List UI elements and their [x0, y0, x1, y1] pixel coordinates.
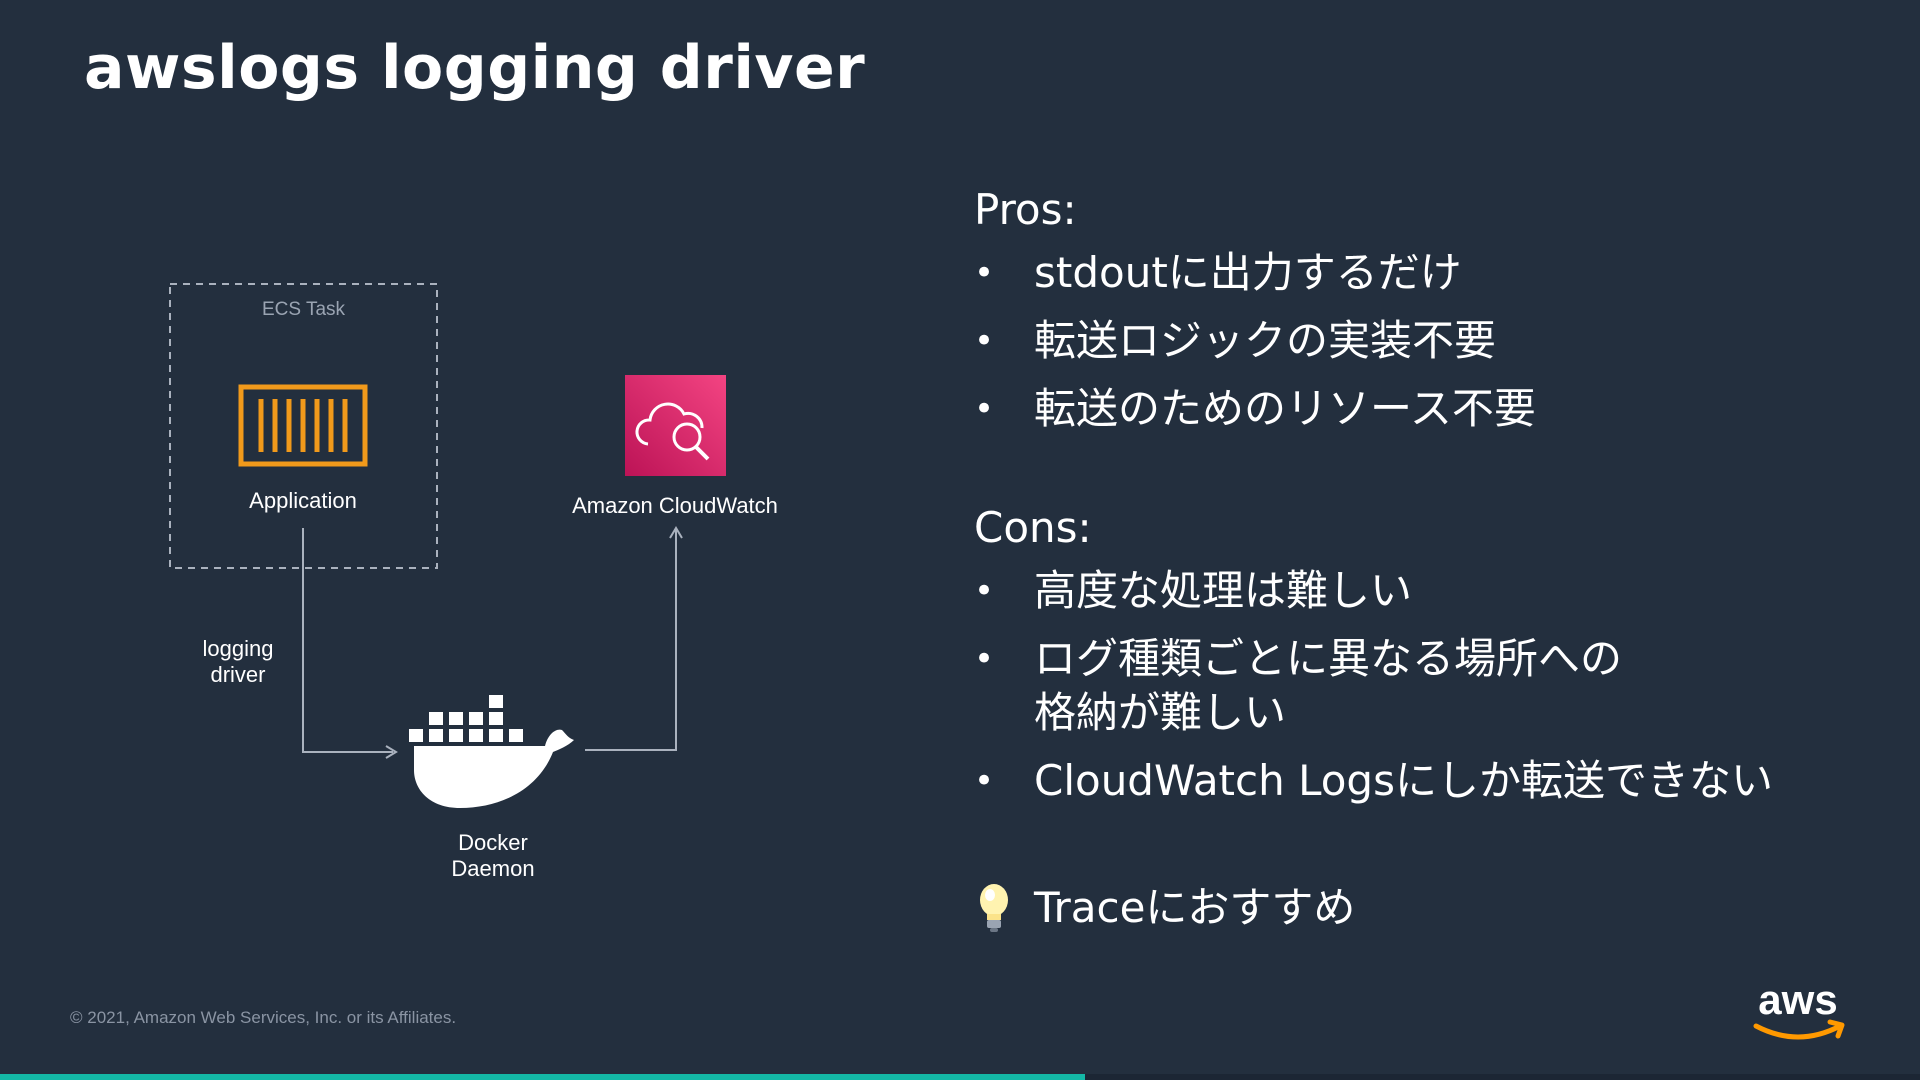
docker-label-line1: Docker: [458, 830, 528, 855]
cons-list: • 高度な処理は難しい • ログ種類ごとに異なる場所への格納が難しい • CloudW…: [974, 564, 1894, 808]
tip-line: Traceにおすすめ: [974, 880, 1894, 936]
list-item: • CloudWatch Logsにしか転送できない: [974, 754, 1894, 808]
bullet-icon: •: [974, 761, 995, 801]
list-item: • 転送ロジックの実装不要: [974, 314, 1894, 368]
aws-logo-icon: aws: [1753, 976, 1845, 1040]
copyright-text: © 2021, Amazon Web Services, Inc. or its…: [70, 1008, 457, 1027]
bullet-icon: •: [974, 639, 995, 679]
pros-item-text: 転送のためのリソース不要: [1034, 384, 1536, 433]
docker-daemon-label: Docker Daemon: [423, 830, 563, 882]
docker-icon: [409, 695, 574, 808]
pros-item-text: 転送ロジックの実装不要: [1034, 316, 1497, 365]
diagram-graphics: [169, 283, 726, 808]
list-item: • 転送のためのリソース不要: [974, 382, 1894, 436]
logging-driver-line2: driver: [210, 662, 266, 687]
arrow-app-to-docker: [302, 528, 393, 753]
list-item: • ログ種類ごとに異なる場所への格納が難しい: [974, 632, 1894, 740]
pros-section: Pros: • stdoutに出力するだけ • 転送ロジックの実装不要 • 転送のため…: [974, 182, 1894, 436]
arrow-head-cloudwatch: [669, 526, 683, 539]
bullet-icon: •: [974, 571, 995, 611]
logging-driver-label: logging driver: [178, 636, 298, 688]
pros-heading: Pros:: [974, 185, 1077, 234]
arrow-head-docker: [385, 745, 398, 759]
architecture-diagram: ECS Task Application Amazon CloudWatch l…: [0, 0, 900, 1000]
application-label: Application: [249, 488, 357, 513]
cons-item-text: 格納が難しい: [1034, 688, 1287, 737]
cloudwatch-icon: [625, 375, 726, 476]
lightbulb-icon: [980, 884, 1008, 932]
ecs-task-box: [169, 283, 438, 569]
list-item: • stdoutに出力するだけ: [974, 246, 1894, 300]
progress-bar: [0, 1074, 1085, 1080]
slide-title: awslogs logging driver: [84, 33, 866, 103]
bullet-icon: •: [974, 253, 995, 293]
bullet-icon: •: [974, 321, 995, 361]
cons-heading: Cons:: [974, 503, 1092, 552]
bullet-icon: •: [974, 389, 995, 429]
pros-cons-panel: Pros: • stdoutに出力するだけ • 転送ロジックの実装不要 • 転送のため…: [974, 182, 1894, 936]
logging-driver-line1: logging: [202, 636, 274, 661]
cons-item-text: ログ種類ごとに異なる場所への: [1034, 634, 1623, 683]
pros-list: • stdoutに出力するだけ • 転送ロジックの実装不要 • 転送のためのリソース不…: [974, 246, 1894, 436]
cloudwatch-label: Amazon CloudWatch: [572, 493, 778, 518]
cons-section: Cons: • 高度な処理は難しい • ログ種類ごとに異なる場所への格納が難しい •…: [974, 500, 1894, 808]
cons-item-text: 高度な処理は難しい: [1034, 566, 1413, 615]
cons-item-text: CloudWatch Logsにしか転送できない: [1034, 756, 1773, 805]
tip-text: Traceにおすすめ: [1034, 883, 1356, 932]
container-icon: [238, 384, 368, 467]
arrow-docker-to-cloudwatch: [585, 530, 677, 751]
ecs-task-label: ECS Task: [261, 299, 346, 320]
list-item: • 高度な処理は難しい: [974, 564, 1894, 618]
aws-logo-text: aws: [1758, 976, 1837, 1023]
docker-label-line2: Daemon: [451, 856, 535, 881]
pros-item-text: stdoutに出力するだけ: [1034, 248, 1462, 297]
